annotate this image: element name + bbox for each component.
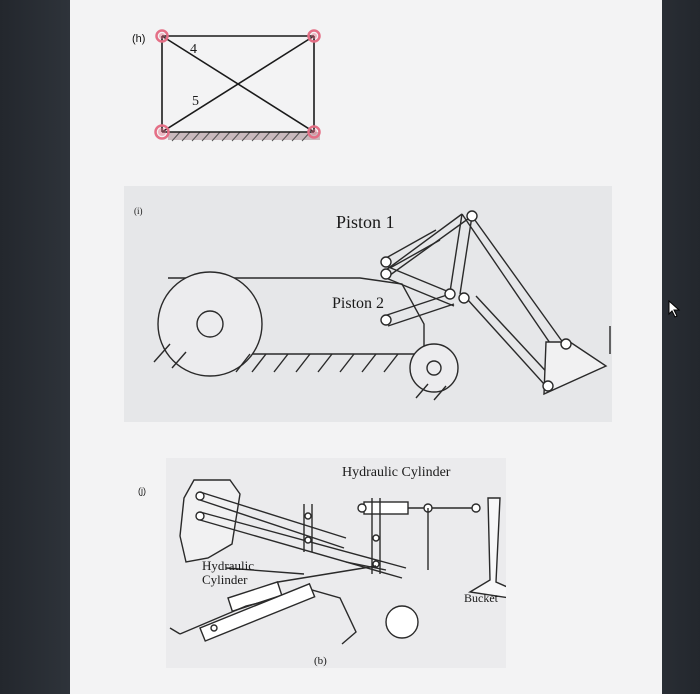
figure-j-mechanism: Hydraulic Cylinder Hydraulic Cylinder Bu… — [166, 458, 506, 668]
member-label-5: 5 — [192, 94, 199, 109]
hydraulic-cylinder-left-label-line1: Hydraulic — [202, 558, 254, 573]
figure-h-label: (h) — [132, 33, 146, 45]
truss-diagonal-2 — [161, 35, 315, 133]
mechanism-drawing — [169, 479, 506, 645]
figure-i-label: (i) — [134, 206, 143, 216]
hydraulic-cylinder-top-label: Hydraulic Cylinder — [342, 465, 451, 480]
figure-j-label: (j) — [138, 486, 146, 496]
scanned-page: (h) — [70, 0, 662, 694]
bucket-label: Bucket — [464, 591, 499, 605]
figure-i-loader: (i) — [124, 186, 612, 422]
figure-h-truss: 4 5 — [154, 29, 321, 142]
loader-drawing — [153, 210, 611, 401]
figure-b-caption: (b) — [314, 655, 327, 667]
mouse-cursor-icon — [668, 300, 681, 318]
piston1-label: Piston 1 — [336, 212, 395, 232]
piston2-label: Piston 2 — [332, 295, 384, 312]
joint-highlights — [154, 29, 321, 140]
member-label-4: 4 — [190, 42, 197, 57]
ground-hatching — [168, 131, 320, 142]
hydraulic-cylinder-left-label-line2: Cylinder — [202, 572, 248, 587]
